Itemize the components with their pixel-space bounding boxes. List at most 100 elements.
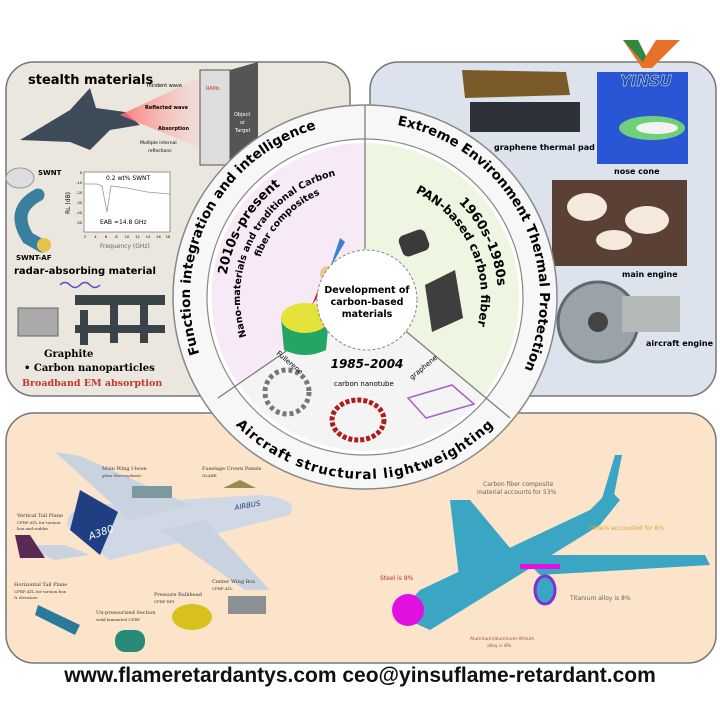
radar-absorbing-label: radar-absorbing material: [14, 266, 156, 277]
graphite-block-image: [17, 307, 59, 337]
x-tick: 4: [94, 235, 97, 239]
label-vertical-tail-sub: CFRP ATL for torsion: [17, 520, 61, 525]
chart-legend: 0.2 wt% SWNT: [106, 175, 151, 182]
center-title-1: Development of: [324, 285, 410, 296]
radar-cone: [120, 75, 205, 150]
em-wave-icon: [59, 281, 101, 289]
aluminum-share-label-2: alloy is 8%: [487, 643, 512, 649]
swnt-label: SWNT: [38, 169, 62, 177]
broadband-label: Broadband EM absorption: [22, 378, 162, 389]
y-tick: -10: [76, 181, 82, 185]
horizontal-tail-part-image: [35, 605, 80, 635]
titanium-share-label: Titanium alloy is 8%: [569, 595, 631, 602]
label-horizontal-tail: Horizontal Tail Plane: [14, 582, 67, 588]
label-vertical-tail-sub2: box and rudder: [17, 526, 48, 531]
cfrp-share-label-2: material accounts for 53%: [477, 489, 557, 496]
graphene-pad-image: [462, 70, 570, 98]
label-center-wing-box-sub: CFRP ATL: [212, 586, 233, 591]
x-tick: 16: [156, 235, 160, 239]
graphite-label: Graphite: [44, 349, 93, 360]
x-tick: 14: [146, 235, 151, 239]
chart-xlabel: Frequency (GHz): [100, 243, 150, 250]
engine-nozzle: [596, 230, 632, 250]
label-pressure-bulkhead-sub: CFRP RFI: [154, 599, 175, 604]
reflected-wave-label: Reflected wave: [145, 105, 189, 111]
logo-text: YINSU: [620, 72, 672, 90]
graphene-pad-label: graphene thermal pad: [494, 143, 595, 152]
y-tick: -50: [76, 221, 82, 225]
y-tick: -40: [76, 211, 82, 215]
steel-share-label: Steel is 8%: [380, 575, 414, 582]
object-box: [230, 62, 258, 165]
x-tick: 18: [166, 235, 170, 239]
label-main-wing: Main Wing I-hose: [102, 466, 147, 472]
cfrp-share-label: Carbon fiber composite: [483, 481, 554, 488]
swnt-af-fiber-image: [14, 188, 49, 253]
yinsu-logo: YINSU: [620, 40, 680, 90]
x-tick: 12: [135, 235, 139, 239]
object-label-3: Target: [234, 128, 251, 134]
engine-nozzle: [625, 206, 669, 234]
fuselage-panel-part-image: [223, 480, 256, 488]
footer-contact: www.flameretardantys.com ceo@yinsuflame-…: [64, 664, 656, 687]
fiber-end: [37, 238, 51, 252]
main-engine-label: main engine: [622, 270, 678, 279]
incident-wave-label: Incident wave: [147, 83, 182, 89]
graphene-sheet-image: [406, 384, 476, 419]
chart-annotation: EAB =14.8 GHz: [100, 219, 147, 226]
engine-nozzle: [567, 193, 607, 221]
graphene-pad-image-2: [470, 102, 580, 132]
y-tick: -20: [76, 191, 82, 195]
vertical-tail-part-image: [15, 535, 45, 558]
x-tick: 8: [115, 235, 117, 239]
label-pressure-bulkhead: Pressure Bulkhead: [154, 592, 203, 598]
x-tick: 2: [84, 235, 86, 239]
label-fuselage-crown: Fuselage Crown Panels: [202, 466, 262, 472]
label-fuselage-crown-sub: GLARE: [202, 473, 217, 478]
aircraft-engine-label: aircraft engine: [646, 339, 714, 348]
left-sector: [211, 143, 365, 385]
x-tick: 10: [125, 235, 129, 239]
ram-layer: [199, 69, 231, 166]
center-title-3: materials: [342, 309, 393, 320]
carbon-fiber-image: [398, 229, 463, 332]
nanoparticles-label: • Carbon nanoparticles: [24, 363, 155, 374]
center-wing-box-part-image: [228, 596, 266, 614]
pressure-bulkhead-part-image: [172, 604, 212, 630]
chart-frame: [83, 171, 171, 233]
others-share-label: Others accounted for 8%: [589, 525, 664, 532]
rams-label: RAMs: [206, 86, 220, 92]
x-tick: 6: [105, 235, 107, 239]
center-title-2: carbon-based: [331, 297, 404, 308]
rl-curve: [84, 183, 171, 213]
logo-mark-green: [623, 40, 646, 62]
main-wing-part-image: [132, 486, 172, 498]
y-tick: 0: [80, 171, 82, 175]
multiple-label: Multiple internal: [140, 140, 177, 146]
stealth-jet-image: [20, 88, 140, 150]
label-unpressurized-sub: solid laminated CFRP: [96, 617, 140, 622]
object-label: Object: [234, 112, 250, 118]
label-unpressurized: Un-pressurized Section: [96, 610, 156, 616]
swnt-image: [5, 167, 35, 189]
fullerene-image: [262, 367, 312, 417]
label-center-wing-box: Center Wing Box: [212, 579, 255, 585]
label-horizontal-tail-sub2: & elevators: [14, 595, 37, 600]
unpressurized-part-image: [115, 630, 145, 652]
swnt-af-label: SWNT-AF: [16, 254, 52, 262]
rl-chart: 0.2 wt% SWNT EAB =14.8 GHz RL (dB) Frequ…: [65, 171, 171, 250]
infographic: stealth materials Incident wave RAMs Ref…: [5, 40, 717, 664]
aluminum-share-label: Aluminum/aluminum-lithium: [470, 636, 534, 642]
y-tick: -30: [76, 201, 82, 205]
bottom-period: 1985–2004: [331, 357, 404, 371]
center-circle: [316, 249, 418, 351]
a380-image: [20, 452, 292, 590]
label-horizontal-tail-sub: CFRP ATL for torsion box: [14, 589, 67, 594]
absorption-label: Absorption: [158, 126, 189, 132]
multiple-label-2: reflections: [148, 148, 172, 154]
label-main-wing-sub: glass thermoplastic: [102, 473, 142, 478]
nanotube-label: carbon nanotube: [334, 380, 394, 388]
honeycomb-structure-image: [75, 295, 165, 345]
nose-cone-body: [636, 122, 678, 134]
label-vertical-tail: Vertical Tail Plane: [16, 513, 63, 519]
